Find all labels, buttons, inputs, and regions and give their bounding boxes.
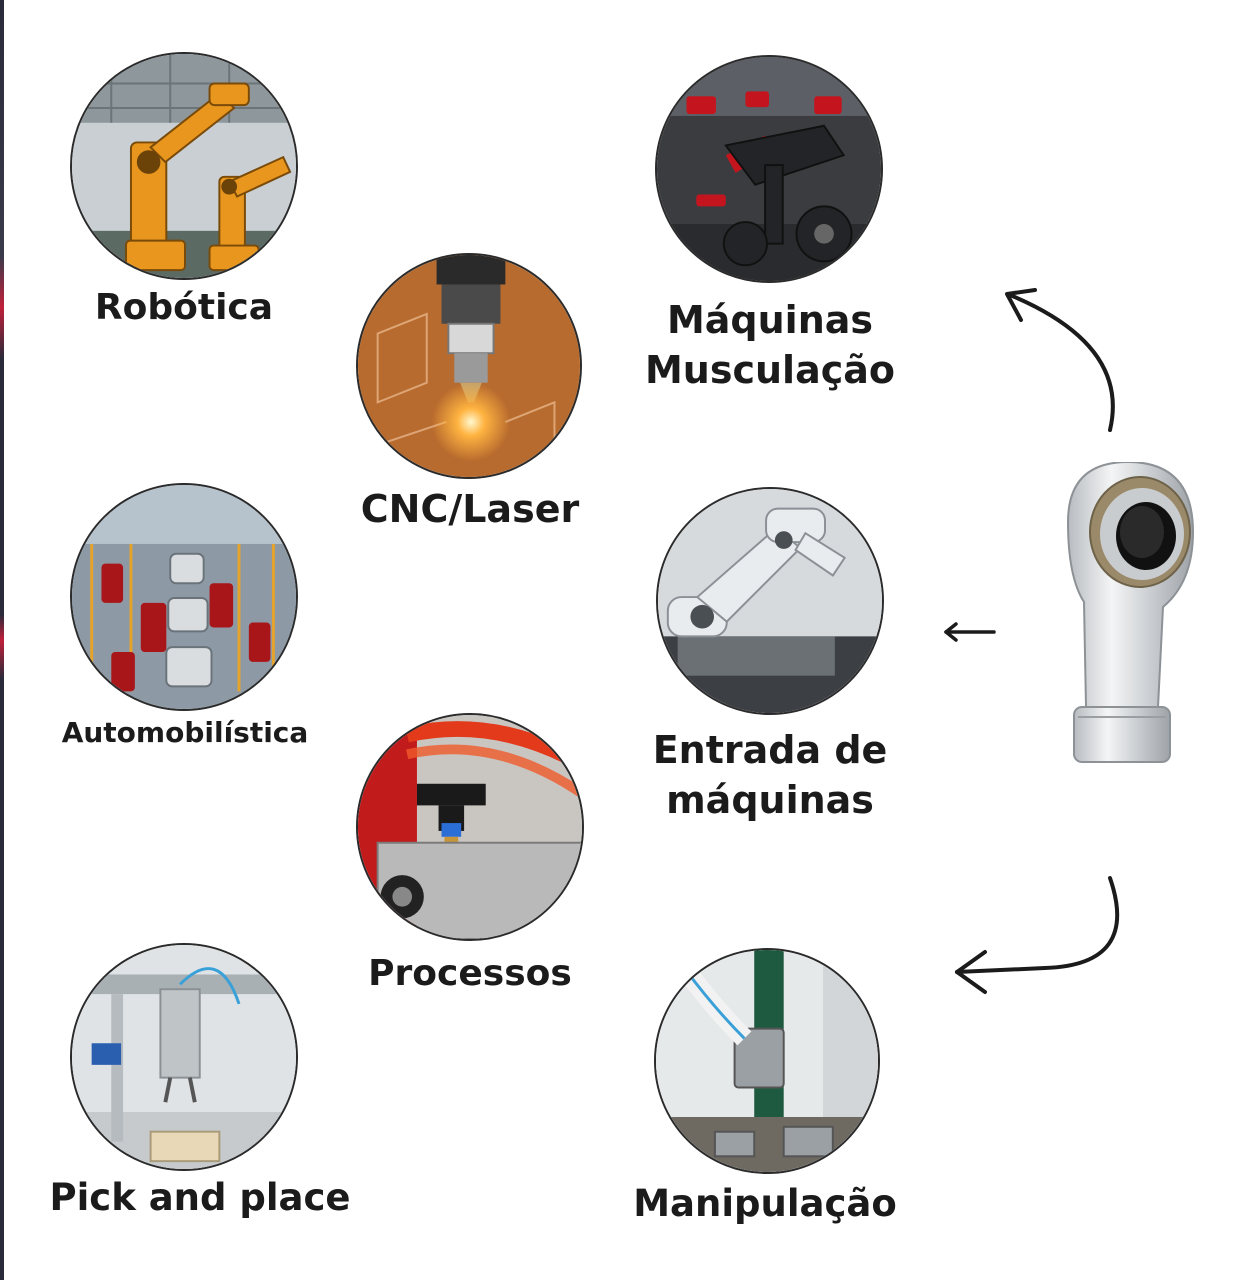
robotica-photo (70, 52, 298, 280)
left-edge-strip (0, 0, 4, 1280)
cnc-laser-label: CNC/Laser (360, 487, 580, 531)
manipulacao-label: Manipulação (633, 1182, 897, 1225)
pick-and-place-photo (70, 943, 298, 1171)
pick-and-place-label: Pick and place (49, 1176, 351, 1219)
entrada-de-maquinas-label: Entrada de máquinas (652, 728, 888, 823)
cnc-laser-photo (356, 253, 582, 479)
maquinas-musculacao-label: Máquinas Musculação (644, 298, 895, 393)
automobilistica-label: Automobilística (61, 716, 309, 749)
automobilistica-photo (70, 483, 298, 711)
manipulacao-photo (654, 948, 880, 1174)
robotica-label: Robótica (94, 287, 274, 328)
rod-end-bearing-icon (1048, 460, 1198, 767)
entrada-de-maquinas-photo (656, 487, 884, 715)
arrow-to-entrada-de-maquinas-icon (944, 622, 996, 642)
maquinas-musculacao-photo (655, 55, 883, 283)
arrow-to-manipulacao-icon (955, 876, 1120, 994)
processos-photo (356, 713, 584, 941)
processos-label: Processos (368, 953, 572, 994)
arrow-to-maquinas-musculacao-icon (1005, 288, 1115, 432)
